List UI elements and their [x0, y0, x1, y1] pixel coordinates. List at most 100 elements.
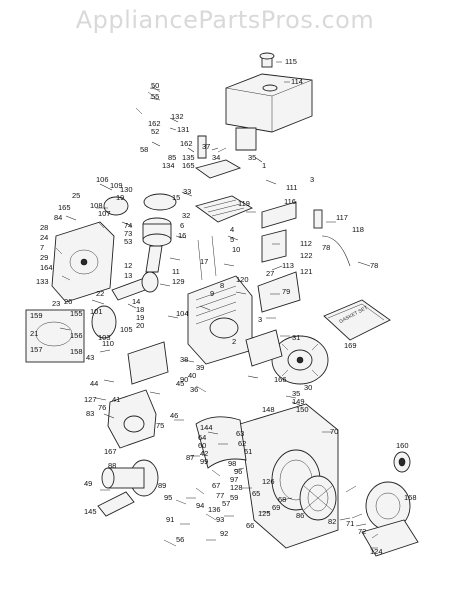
part-label: 160	[396, 441, 409, 450]
part-label: 7	[40, 243, 45, 252]
spark-plug	[197, 135, 207, 159]
part-label: 28	[40, 223, 49, 232]
part-label: 162	[180, 139, 193, 148]
part-label: 71	[346, 519, 355, 528]
part-label: 87	[186, 453, 195, 462]
part-label: 94	[196, 501, 205, 510]
part-label: 31	[292, 333, 301, 342]
part-label: 105	[120, 325, 133, 334]
part-label: 66	[246, 521, 255, 530]
points-cover	[103, 196, 129, 216]
part-label: 96	[234, 467, 243, 476]
part-label: 8	[220, 281, 225, 290]
control-bracket	[261, 229, 287, 263]
watermark: AppliancePartsPros.com	[75, 6, 375, 34]
part-label: 126	[262, 477, 275, 486]
blower-housing	[239, 403, 339, 549]
part-label: 113	[282, 261, 294, 270]
head-gasket	[143, 193, 177, 211]
part-label: 49	[84, 479, 93, 488]
part-label: 145	[84, 507, 97, 516]
hardware	[55, 85, 379, 547]
part-label: 84	[54, 213, 63, 222]
part-label: 79	[282, 287, 291, 296]
part-label: 106	[96, 175, 109, 184]
part-label: 32	[182, 211, 191, 220]
part-label: 9	[210, 289, 215, 298]
air-vane	[261, 201, 297, 229]
part-label: 115	[285, 57, 297, 66]
part-label: 86	[296, 511, 305, 520]
part-label: 35	[292, 389, 301, 398]
part-label: 1	[262, 161, 267, 170]
part-label: 158	[70, 347, 83, 356]
part-label: 36	[190, 385, 199, 394]
part-label: 15	[172, 193, 181, 202]
part-label: 65	[252, 489, 261, 498]
part-label: 41	[112, 395, 121, 404]
breather-plate	[257, 271, 301, 313]
part-label: 75	[156, 421, 165, 430]
part-label: 97	[230, 475, 239, 484]
part-label: 167	[104, 447, 117, 456]
part-label: 164	[40, 263, 53, 272]
part-label: 111	[286, 183, 298, 192]
part-label: 76	[98, 403, 107, 412]
crankcase-cover	[51, 221, 115, 303]
part-label: 5	[230, 235, 235, 244]
part-label: 45	[176, 379, 185, 388]
part-label: 159	[30, 311, 43, 320]
part-label: 127	[84, 395, 97, 404]
part-label: 19	[136, 313, 145, 322]
part-label: 156	[70, 331, 83, 340]
part-label: 4	[230, 225, 235, 234]
starter-handle	[393, 451, 411, 473]
tank-bracket	[235, 127, 257, 151]
part-label: 82	[328, 517, 337, 526]
part-label: 16	[178, 231, 187, 240]
part-label: 26	[64, 297, 73, 306]
part-label: 46	[170, 411, 179, 420]
rewind-starter	[299, 475, 337, 521]
part-label: 72	[358, 527, 367, 536]
part-label: 132	[171, 112, 184, 121]
part-label: 128	[230, 483, 243, 492]
part-label: 129	[172, 277, 185, 286]
part-label: 169	[344, 341, 357, 350]
part-label: 39	[196, 363, 205, 372]
muffler	[101, 459, 159, 497]
part-label: 25	[72, 191, 81, 200]
part-label: 99	[200, 457, 209, 466]
part-label: 88	[108, 461, 117, 470]
part-label: 3	[310, 175, 315, 184]
part-label: 6	[180, 221, 185, 230]
part-label: 90	[180, 375, 189, 384]
part-label: 14	[132, 297, 141, 306]
part-label: 165	[182, 161, 195, 170]
part-label: 124	[370, 547, 383, 556]
part-label: 93	[216, 515, 225, 524]
part-label: 104	[176, 309, 189, 318]
gasket-kit	[323, 299, 391, 341]
part-label: 101	[90, 307, 103, 316]
gasket-inset	[25, 309, 85, 363]
part-label: 168	[404, 493, 417, 502]
part-label: 13	[124, 271, 133, 280]
flywheel	[271, 335, 329, 385]
part-label: 130	[120, 185, 133, 194]
part-label: 2	[232, 337, 237, 346]
part-label: 114	[291, 77, 303, 86]
part-label: 42	[200, 449, 209, 458]
part-label: 110	[102, 339, 114, 348]
valves	[197, 235, 217, 281]
carburetor	[107, 389, 157, 449]
part-label: 118	[352, 225, 364, 234]
part-label: 55	[151, 92, 160, 101]
part-label: 166	[274, 375, 287, 384]
part-label: 98	[228, 459, 237, 468]
part-label: 38	[180, 355, 189, 364]
part-label: 121	[300, 267, 313, 276]
part-label: 155	[70, 309, 83, 318]
connecting-rod	[145, 245, 163, 273]
part-label: 34	[212, 153, 221, 162]
